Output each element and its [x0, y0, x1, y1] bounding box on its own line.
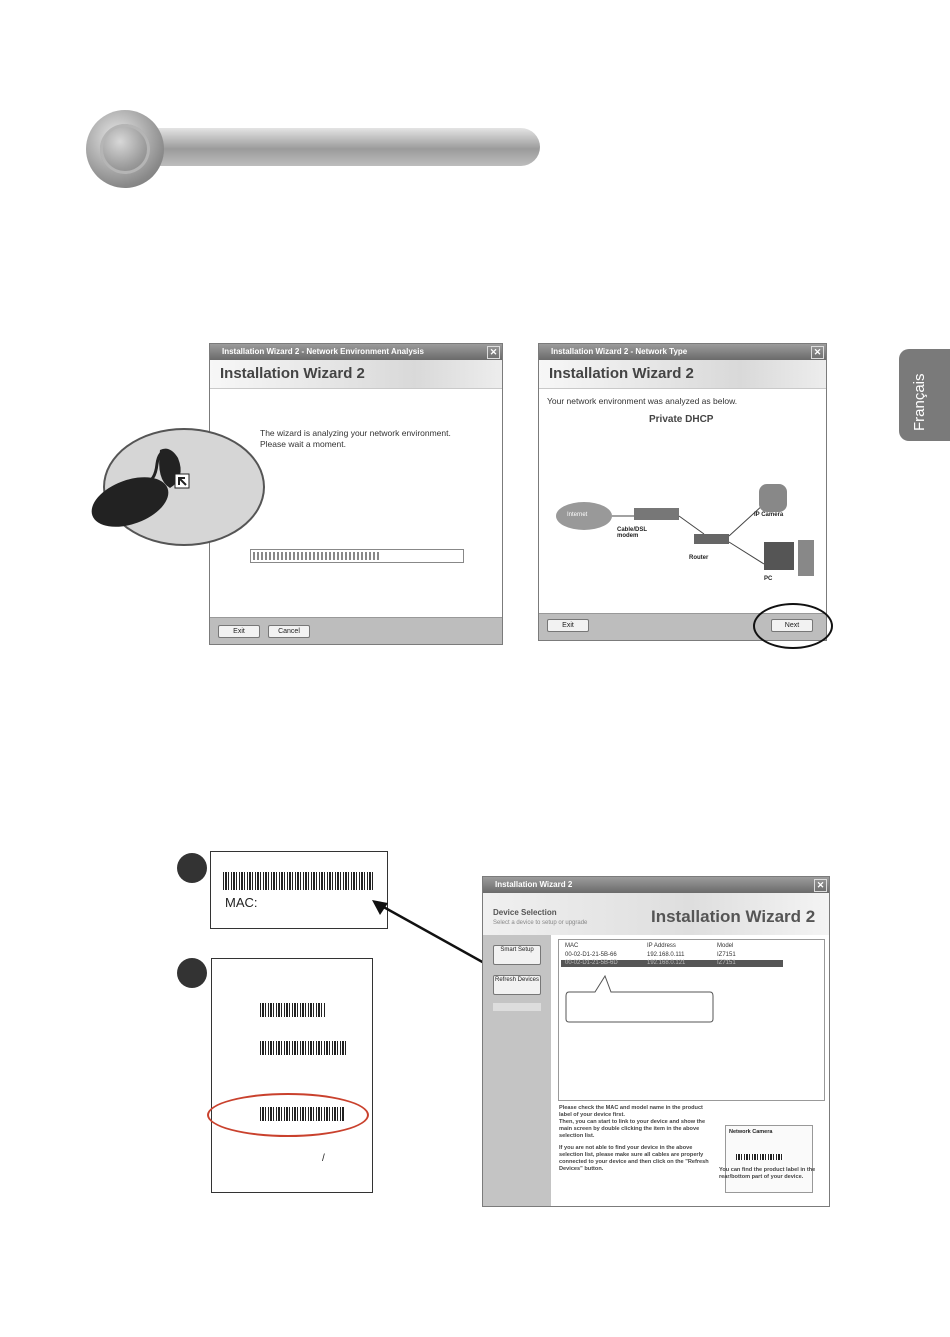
wizard-network-type-window: Installation Wizard 2 - Network Type ✕ I… [538, 343, 827, 641]
network-message: Your network environment was analyzed as… [547, 396, 738, 406]
section-header-bar [120, 128, 540, 166]
wizard-analysis-window: Installation Wizard 2 - Network Environm… [209, 343, 503, 645]
analysis-progress-bar [250, 549, 464, 563]
wizard-analysis-titlebar: Installation Wizard 2 - Network Environm… [210, 344, 502, 360]
window-title: Installation Wizard 2 [495, 880, 573, 889]
node-internet: Internet [567, 512, 588, 518]
row-model: IZ7151 [717, 952, 736, 958]
row-mac: 00-02-D1-21-5B-66 [565, 952, 617, 958]
row-ip: 192.168.0.121 [647, 960, 686, 966]
analysis-message-line1: The wizard is analyzing your network env… [260, 428, 451, 438]
exit-button[interactable]: Exit [547, 619, 589, 632]
wizard-device-window: Installation Wizard 2 ✕ Device Selection… [482, 876, 830, 1207]
close-icon[interactable]: ✕ [487, 346, 500, 359]
row-mac: 00-02-D1-21-5B-6D [565, 960, 618, 966]
window-title: Installation Wizard 2 - Network Environm… [222, 347, 424, 356]
network-diagram [556, 484, 814, 576]
language-tab-label: Français [911, 373, 928, 431]
product-label-title: Network Camera [729, 1129, 773, 1135]
column-model: Model [717, 943, 734, 949]
step-dot-2 [177, 958, 207, 988]
barcode [260, 1041, 348, 1055]
step-dot-1 [177, 853, 207, 883]
network-type: Private DHCP [649, 414, 714, 425]
node-router: Router [689, 555, 709, 561]
selected-row[interactable] [561, 960, 783, 967]
wizard-device-titlebar: Installation Wizard 2 ✕ [483, 877, 829, 893]
mac-highlight-ellipse [207, 1093, 369, 1137]
product-label-card: / [211, 958, 373, 1193]
speech-callout [565, 974, 714, 1023]
help-text-3: If you are not able to find your device … [559, 1145, 709, 1172]
exit-button[interactable]: Exit [218, 625, 260, 638]
row-model: IZ7151 [717, 960, 736, 966]
progress-fill [253, 552, 381, 560]
wizard-network-titlebar: Installation Wizard 2 - Network Type ✕ [539, 344, 826, 360]
help-text: Please check the MAC and model name in t… [559, 1105, 709, 1173]
banner-title: Installation Wizard 2 [220, 365, 365, 382]
barcode [736, 1154, 784, 1160]
next-highlight-circle [753, 603, 833, 649]
window-title: Installation Wizard 2 - Network Type [551, 347, 688, 356]
language-tab[interactable]: Français [899, 349, 950, 441]
banner-title: Installation Wizard 2 [549, 365, 694, 382]
close-icon[interactable]: ✕ [814, 879, 827, 892]
help-text-1: Please check the MAC and model name in t… [559, 1105, 703, 1118]
smart-setup-button[interactable]: Smart Setup [493, 945, 541, 965]
refresh-devices-button[interactable]: Refresh Devices [493, 975, 541, 995]
node-modem: Cable/DSL modem [617, 527, 647, 539]
analysis-message-line2: Please wait a moment. [260, 439, 346, 449]
wizard-banner: Installation Wizard 2 [210, 360, 502, 389]
column-mac: MAC [565, 943, 579, 949]
column-ip: IP Address [647, 943, 676, 949]
node-camera: IP Camera [754, 512, 784, 518]
barcode [260, 1003, 326, 1017]
device-section-title: Device Selection [493, 908, 557, 917]
wizard-banner: Installation Wizard 2 [539, 360, 826, 389]
node-pc: PC [764, 576, 773, 582]
mac-label-text: MAC: [225, 895, 258, 910]
section-header-disc-inner [100, 124, 150, 174]
sidebar-slot [493, 1003, 541, 1011]
barcode [223, 872, 375, 890]
device-header: Device Selection Select a device to setu… [483, 893, 829, 935]
label-caption: You can find the product label in the re… [719, 1167, 816, 1180]
label-mark: / [322, 1153, 325, 1164]
device-section-subtitle: Select a device to setup or upgrade [493, 920, 588, 926]
mac-label-card: MAC: [210, 851, 388, 929]
device-sidebar: Smart Setup Refresh Devices [483, 935, 551, 1206]
cancel-button[interactable]: Cancel [268, 625, 310, 638]
mouse-icon [91, 448, 190, 527]
close-icon[interactable]: ✕ [811, 346, 824, 359]
row-ip: 192.168.0.111 [647, 952, 685, 958]
device-list[interactable]: MAC IP Address Model 00-02-D1-21-5B-66 1… [558, 939, 825, 1101]
help-text-2: Then, you can start to link to your devi… [559, 1119, 706, 1139]
product-label-thumb: Network Camera [725, 1125, 813, 1193]
banner-title: Installation Wizard 2 [651, 907, 816, 926]
wizard-footer: Exit Cancel [210, 617, 502, 644]
